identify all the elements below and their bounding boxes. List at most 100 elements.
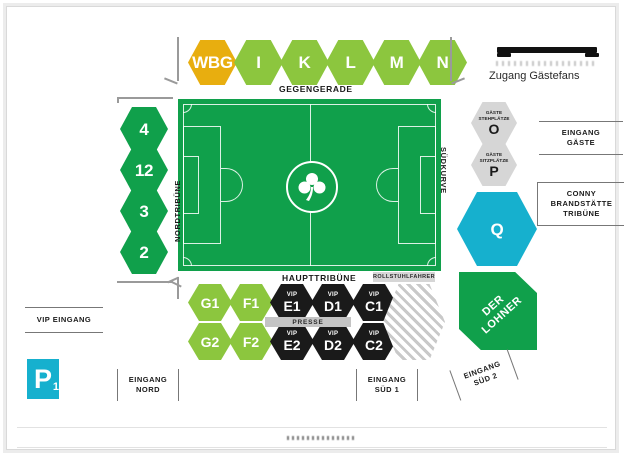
conny-line1: CONNY [566,188,597,198]
center-circle [285,161,338,213]
parking-number: 1 [52,380,59,393]
block-f2-label: F2 [242,333,260,350]
bracket-left-bottom-tail [170,280,182,288]
block-p-line1: GÄSTE [485,152,503,158]
redaction-bar-annotation [497,47,597,53]
stand-label-nordtribune: NORDTRIBÜNE [173,179,182,242]
block-c2-label: C2 [365,337,383,353]
entrance-nord-line1: EINGANG [128,374,168,384]
entrance-sued1-callout[interactable]: EINGANG SÜD 1 [356,369,418,401]
block-k-label: K [298,53,311,72]
bracket-main-left [177,277,179,299]
entrance-nord-line2: NORD [135,385,161,394]
block-d2-label: D2 [324,337,342,353]
vip-entrance-callout[interactable]: VIP EINGANG [25,307,103,333]
block-i[interactable]: I [234,40,283,85]
smudged-handwriting-annotation [496,61,596,66]
footer-redacted-text [287,436,357,440]
map-canvas: NORDTRIBÜNE SÜDKURVE GEGENGERADE HAUPTTR… [7,7,624,449]
block-e2-vip[interactable]: VIP E2 [270,323,314,360]
block-2[interactable]: 2 [120,230,168,274]
block-o-guest-standing[interactable]: GÄSTE STEHPLÄTZE O [471,102,517,144]
bracket-top-left [177,37,179,81]
footer-divider-top [17,427,607,428]
block-q-label: Q [490,219,504,239]
entrance-gaeste-line1: EINGANG [561,127,601,137]
bracket-left-top-tick [117,97,119,103]
block-g2[interactable]: G2 [188,323,232,360]
block-d1-vip[interactable]: VIP D1 [311,284,355,321]
block-wheelchair-area[interactable] [383,284,445,360]
block-g1[interactable]: G1 [188,284,232,321]
block-e2-label: E2 [283,337,301,353]
block-q[interactable]: Q [457,192,537,266]
zugang-gaestefans-caption: Zugang Gästefans [489,70,580,82]
redaction-bar-tick-left [497,53,511,57]
block-l-label: L [345,53,356,72]
corner-arc-bottom-right [427,257,436,266]
block-d1-vip-tag: VIP [327,292,339,298]
block-4[interactable]: 4 [120,107,168,151]
bracket-left-bottom [117,281,173,283]
entrance-gaeste-line2: GÄSTE [566,138,596,147]
block-n-label: N [436,53,449,72]
document-frame: NORDTRIBÜNE SÜDKURVE GEGENGERADE HAUPTTR… [6,6,624,450]
entrance-sued1-line1: EINGANG [367,374,407,384]
block-2-label: 2 [139,242,149,262]
block-p-guest-seating[interactable]: GÄSTE SITZPLÄTZE P [471,144,517,186]
entrance-sued1-line2: SÜD 1 [374,385,400,394]
press-area-bar: PRESSE [265,317,351,327]
goal-box-left [183,156,199,214]
bracket-top-left-tail [164,77,178,85]
block-e2-vip-tag: VIP [286,331,298,337]
block-e1-label: E1 [283,298,301,314]
block-wbg[interactable]: WBG [188,40,237,85]
footer-divider-bottom [17,447,607,448]
bracket-top-right [450,37,452,81]
conny-line3: TRIBÜNE [563,209,600,219]
block-3[interactable]: 3 [120,189,168,233]
block-d2-vip-tag: VIP [327,331,339,337]
block-wbg-label: WBG [192,53,233,72]
entrance-nord-callout[interactable]: EINGANG NORD [117,369,179,401]
wheelchair-label-chip: ROLLSTUHLFAHRER [373,272,435,282]
block-g1-label: G1 [200,294,220,311]
redaction-bar-tick-right [585,53,599,57]
conny-line2: BRANDSTÄTTE [550,198,613,208]
block-12-label: 12 [134,160,154,180]
block-f1-label: F1 [242,294,260,311]
stand-label-haupttribune: HAUPTTRIBÜNE [282,273,357,283]
block-l[interactable]: L [326,40,375,85]
block-c1-label: C1 [365,298,383,314]
block-12[interactable]: 12 [120,148,168,192]
block-c2-vip-tag: VIP [368,331,380,337]
entrance-gaeste-callout[interactable]: EINGANG GÄSTE [539,121,623,155]
goal-box-right [420,156,436,214]
shamrock-clover-logo-icon [298,173,325,201]
entrance-sued2-callout[interactable]: EINGANG SÜD 2 [449,349,519,401]
block-3-label: 3 [139,201,149,221]
vip-entrance-label: VIP EINGANG [36,314,92,324]
block-k[interactable]: K [280,40,329,85]
block-f1[interactable]: F1 [229,284,273,321]
football-pitch [178,99,441,271]
conny-brandstaette-tribune-callout[interactable]: CONNY BRANDSTÄTTE TRIBÜNE [537,182,624,226]
block-e1-vip[interactable]: VIP E1 [270,284,314,321]
block-4-label: 4 [139,119,149,139]
stand-label-gegengerade: GEGENGERADE [279,84,353,94]
block-d2-vip[interactable]: VIP D2 [311,323,355,360]
block-i-label: I [256,53,261,72]
block-o-line2: STEHPLÄTZE [478,116,510,121]
block-m[interactable]: M [372,40,421,85]
block-c1-vip-tag: VIP [368,292,380,298]
block-o-label: O [488,120,500,137]
stand-label-sudkurve: SÜDKURVE [439,147,448,194]
bracket-left-top [117,97,173,99]
block-o-line1: GÄSTE [485,110,503,116]
block-f2[interactable]: F2 [229,323,273,360]
